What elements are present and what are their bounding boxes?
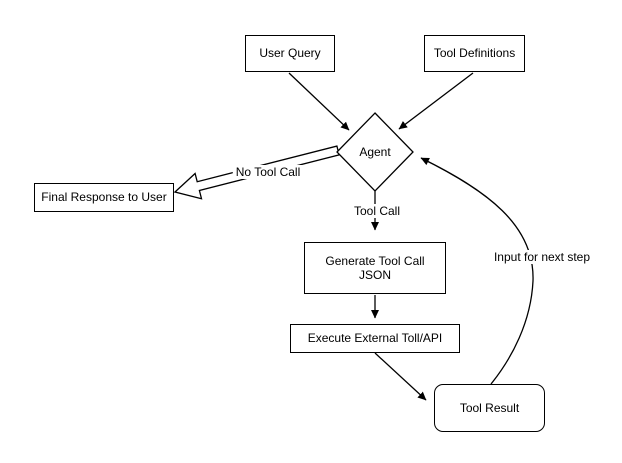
edge-tool-result-to-agent bbox=[420, 157, 534, 385]
tool-definitions-label: Tool Definitions bbox=[433, 46, 516, 61]
tool-result-label: Tool Result bbox=[459, 400, 520, 415]
execute-external-api-label: Execute External Toll/API bbox=[307, 331, 443, 346]
user-query-label: User Query bbox=[259, 46, 321, 61]
execute-external-api-node: Execute External Toll/API bbox=[290, 324, 460, 353]
edge-label-tool-call: Tool Call bbox=[350, 204, 404, 218]
tool-definitions-node: Tool Definitions bbox=[424, 35, 525, 72]
generate-tool-call-json-node: Generate Tool Call JSON bbox=[304, 242, 446, 294]
edge-user-query-to-agent bbox=[288, 72, 350, 131]
edge-execute-api-to-tool-result bbox=[374, 352, 427, 401]
final-response-label: Final Response to User bbox=[41, 190, 167, 205]
agent-decision-node: Agent bbox=[337, 114, 413, 190]
generate-tool-call-json-label: Generate Tool Call JSON bbox=[325, 253, 425, 282]
agent-label: Agent bbox=[359, 144, 391, 159]
user-query-node: User Query bbox=[245, 35, 335, 72]
tool-result-node: Tool Result bbox=[434, 384, 545, 432]
edge-label-no-tool-call: No Tool Call bbox=[232, 165, 304, 179]
final-response-node: Final Response to User bbox=[34, 183, 174, 212]
edge-tool-definitions-to-agent bbox=[398, 72, 474, 130]
edge-label-input-for-next-step: Input for next step bbox=[490, 250, 594, 264]
